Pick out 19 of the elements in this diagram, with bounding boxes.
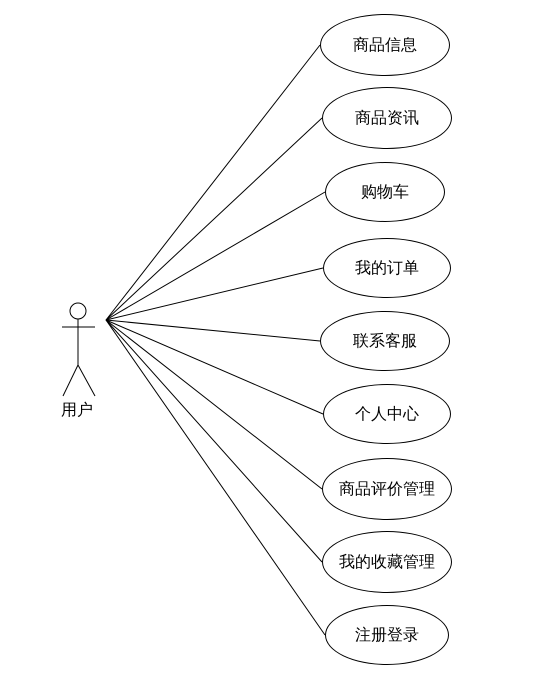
association-line (106, 320, 322, 490)
use-case-ellipse: 注册登录 (325, 605, 449, 665)
use-case-ellipse: 我的收藏管理 (322, 531, 452, 593)
use-case-ellipse: 商品评价管理 (322, 458, 452, 520)
association-line (106, 320, 322, 562)
association-line (106, 320, 320, 342)
use-case-ellipse: 我的订单 (323, 238, 451, 298)
association-line (106, 320, 324, 414)
association-line (106, 118, 322, 320)
use-case-ellipse: 个人中心 (323, 384, 451, 444)
association-line (106, 192, 326, 320)
use-case-ellipse: 购物车 (325, 162, 445, 222)
association-line (106, 320, 326, 636)
association-line (106, 268, 324, 320)
association-line (106, 44, 320, 320)
use-case-ellipse: 商品资讯 (322, 87, 452, 149)
use-case-ellipse: 联系客服 (320, 311, 450, 371)
actor-label: 用户 (61, 400, 93, 421)
use-case-ellipse: 商品信息 (320, 14, 450, 76)
